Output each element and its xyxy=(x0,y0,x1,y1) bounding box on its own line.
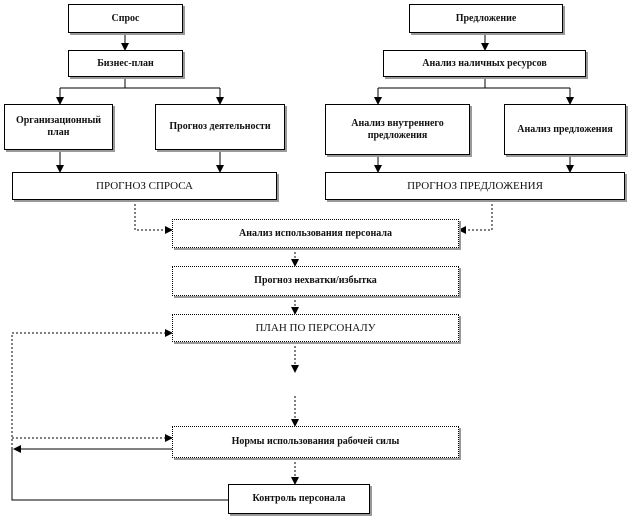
node-org-plan: Организационный план xyxy=(4,104,113,150)
feedback-line-control-to-left xyxy=(11,449,228,501)
node-shortage-surplus-forecast: Прогноз нехватки/избытка xyxy=(172,266,459,296)
arrow-supply-forecast-to-usage-analysis xyxy=(458,200,493,234)
node-internal-supply-analysis: Анализ внутреннего предложения xyxy=(325,104,470,155)
node-staff-usage-analysis: Анализ использования персонала xyxy=(172,219,459,248)
feedback-arrow-to-staff-plan xyxy=(11,329,173,449)
node-activity-forecast: Прогноз деятельности xyxy=(155,104,285,150)
arrow-demand-forecast-to-usage-analysis xyxy=(134,200,173,234)
node-resource-analysis: Анализ наличных ресурсов xyxy=(383,50,586,77)
node-demand: Спрос xyxy=(68,4,183,33)
node-staff-plan: ПЛАН ПО ПЕРСОНАЛУ xyxy=(172,314,459,342)
node-workforce-norms: Нормы использования рабочей силы xyxy=(172,426,459,458)
node-supply: Предложение xyxy=(409,4,563,33)
node-demand-forecast: ПРОГНОЗ СПРОСА xyxy=(12,172,277,200)
node-staff-control: Контроль персонала xyxy=(228,484,370,514)
node-supply-forecast: ПРОГНОЗ ПРЕДЛОЖЕНИЯ xyxy=(325,172,625,200)
node-supply-analysis: Анализ предложения xyxy=(504,104,626,155)
node-business-plan: Бизнес-план xyxy=(68,50,183,77)
